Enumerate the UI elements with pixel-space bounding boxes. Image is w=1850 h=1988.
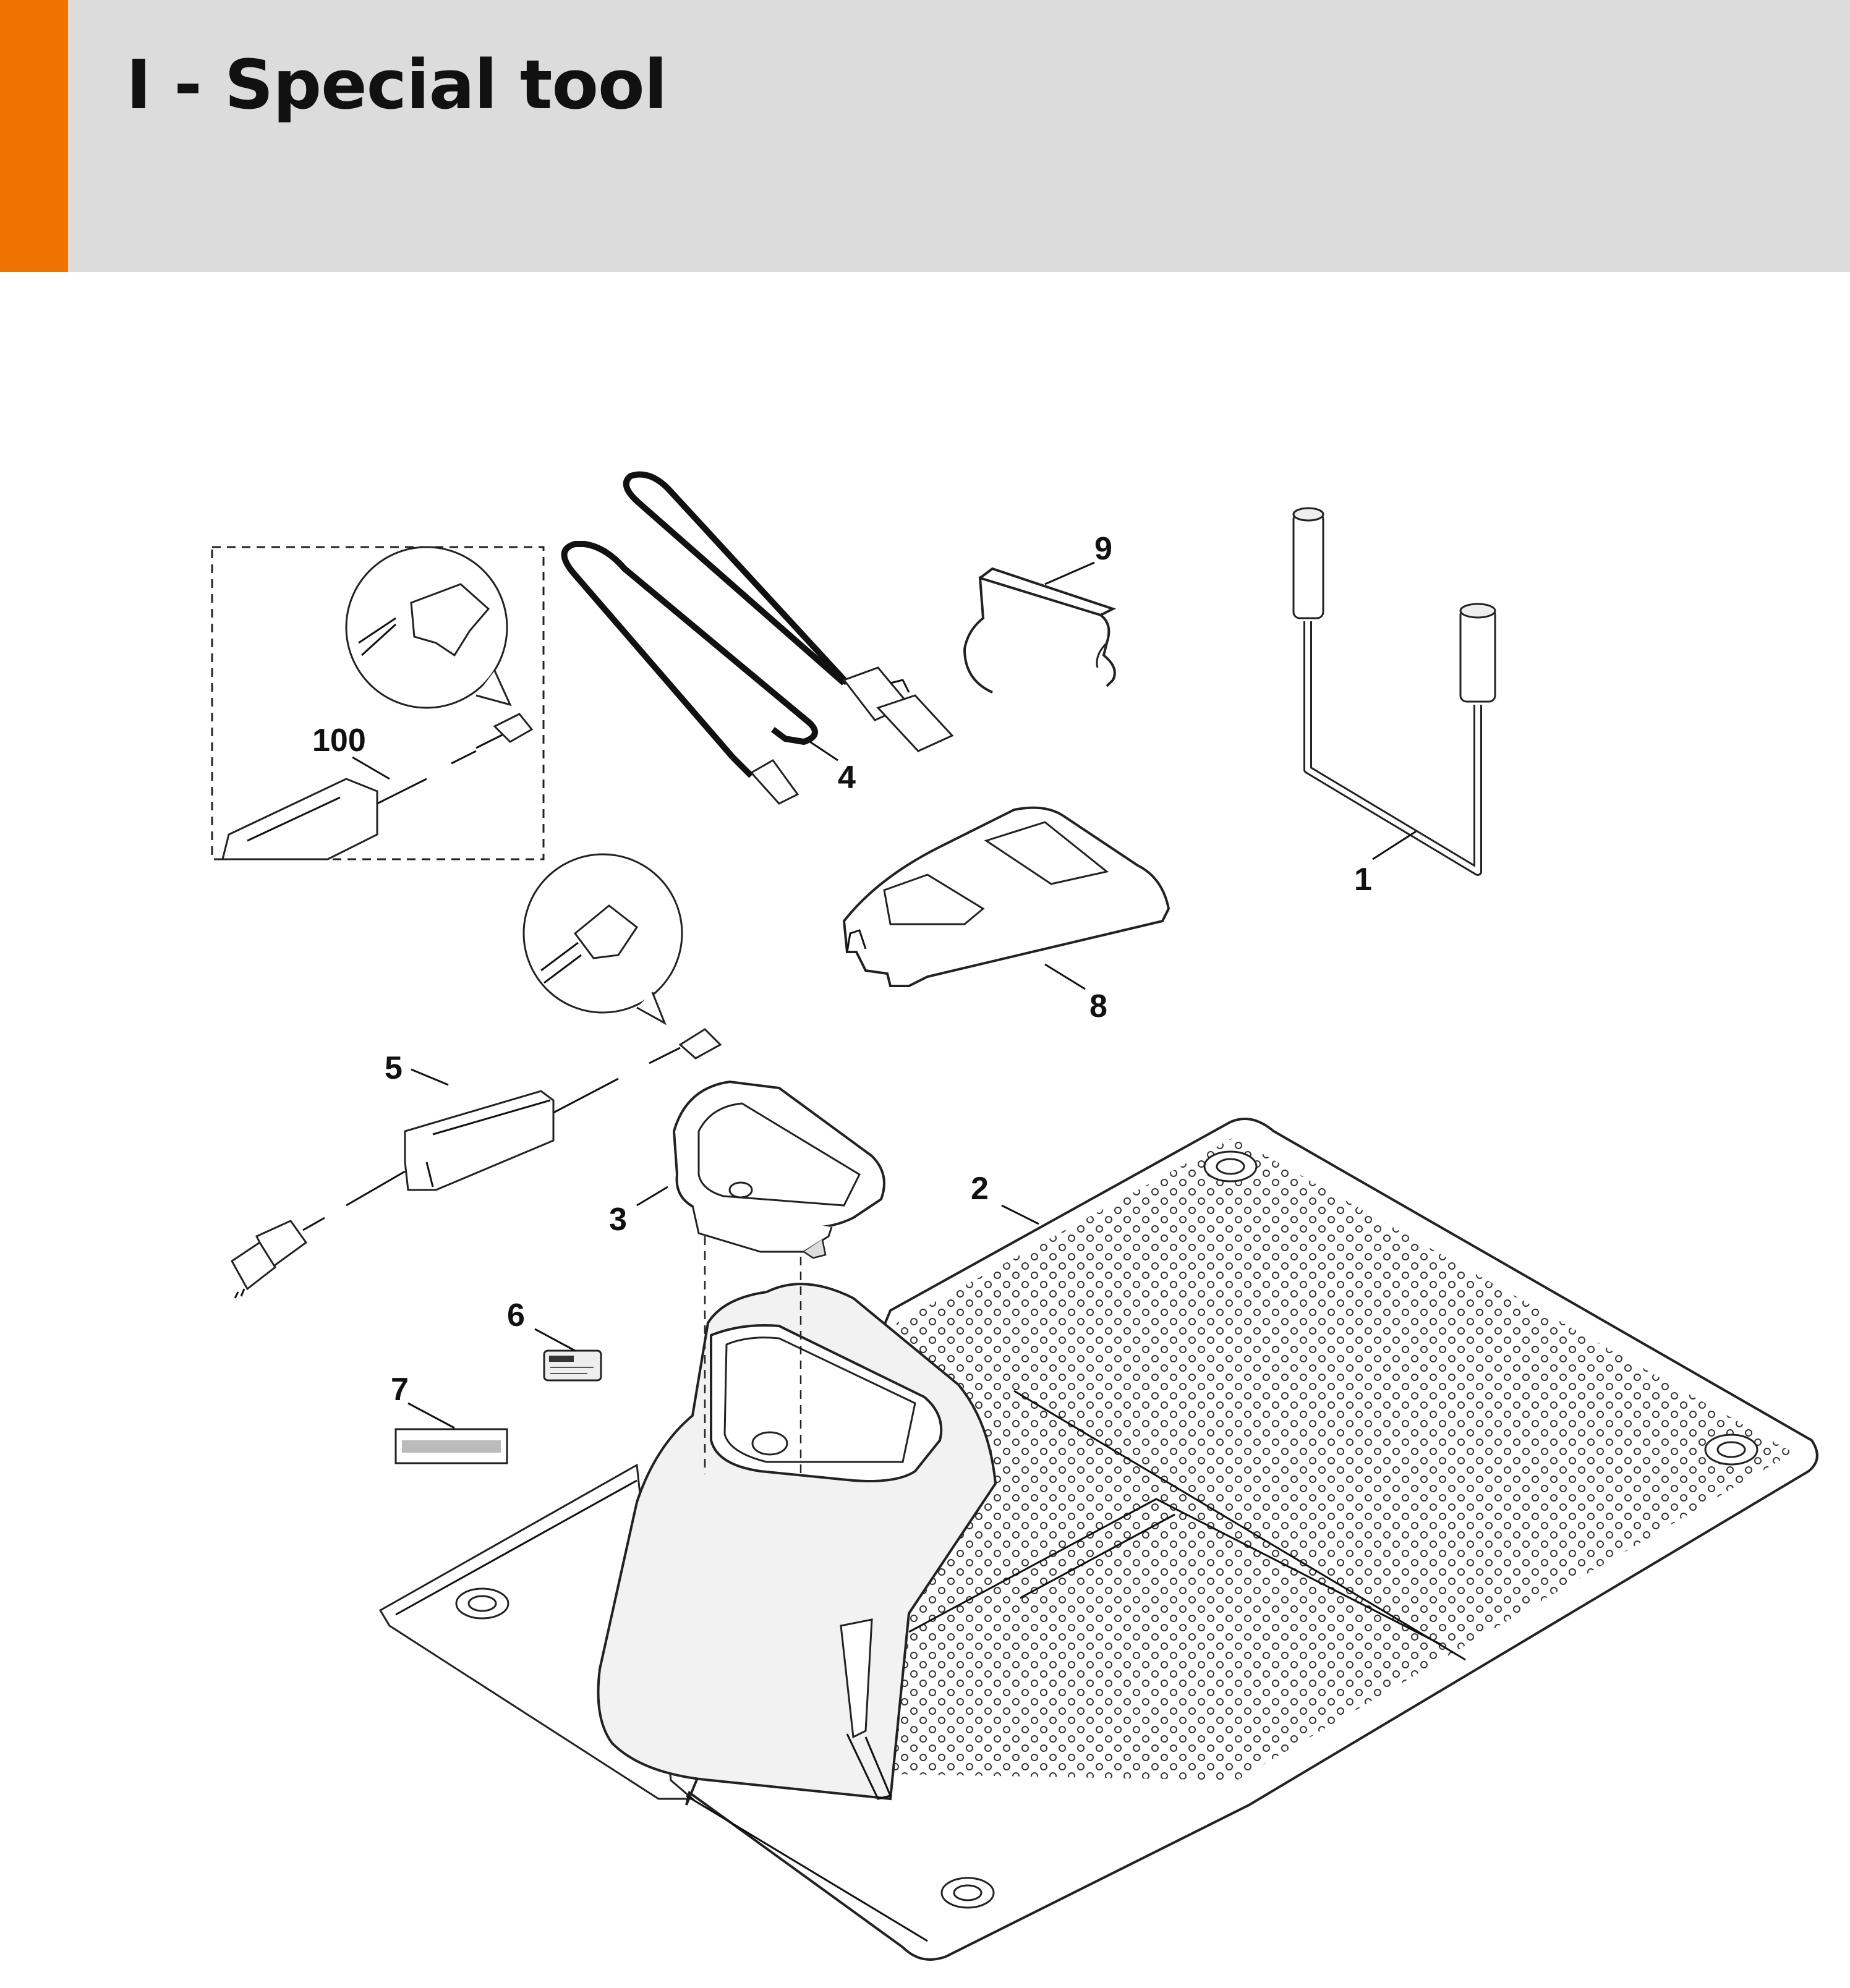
power-supply-kit-icon [211,546,545,860]
callout-100: 100 [312,723,366,758]
callout-6: 6 [507,1298,525,1333]
base-plate-icon [378,1118,1818,1961]
callout-leader-lines [352,561,1417,1429]
callout-numbers: 1 2 3 4 5 6 7 8 9 100 [312,531,1372,1408]
callout-7: 7 [391,1372,409,1408]
small-label-icon [543,1349,602,1382]
callout-3: 3 [609,1202,627,1238]
callout-8: 8 [1089,988,1107,1024]
wire-clip-icon [963,567,1117,694]
usb-cable-icon [561,471,954,805]
callout-1: 1 [1354,862,1372,898]
u-shaped-tool-icon [1292,507,1496,876]
callout-5: 5 [385,1050,403,1086]
charging-contact-cover-icon [672,1080,885,1259]
accent-bar [0,0,68,272]
callout-2: 2 [971,1171,989,1207]
page-title: I - Special tool [126,45,667,124]
power-supply-icon [231,853,722,1299]
docking-hood-icon [842,806,1170,987]
page-header: I - Special tool [0,0,1850,272]
label-strip-icon [394,1428,508,1464]
callout-4: 4 [838,760,856,796]
callout-9: 9 [1094,531,1112,567]
docking-tower-icon [597,1227,997,1801]
